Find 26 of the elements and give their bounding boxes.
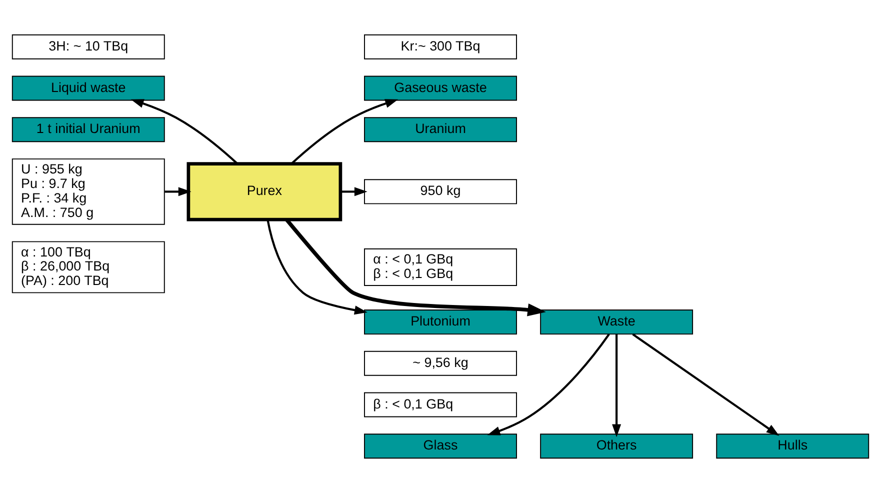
node-box: Glass bbox=[364, 433, 517, 458]
node-box: Purex bbox=[186, 162, 342, 221]
node-box: β : < 0,1 GBq bbox=[364, 392, 517, 417]
node-box: 950 kg bbox=[364, 178, 517, 204]
node-box: Gaseous waste bbox=[364, 75, 517, 100]
node-box: Kr:~ 300 TBq bbox=[364, 34, 517, 59]
arrow bbox=[290, 98, 398, 164]
node-box: Uranium bbox=[364, 116, 517, 142]
arrow bbox=[487, 333, 610, 435]
arrow bbox=[340, 186, 368, 196]
arrow bbox=[266, 218, 368, 314]
node-box: α : 100 TBq β : 26,000 TBq (PA) : 200 TBq bbox=[12, 240, 165, 293]
arrow bbox=[164, 186, 192, 196]
node-box: Liquid waste bbox=[12, 75, 165, 100]
node-box: ~ 9,56 kg bbox=[364, 350, 517, 376]
node-box: Waste bbox=[540, 309, 694, 334]
arrow bbox=[612, 334, 622, 437]
node-box: Hulls bbox=[716, 433, 870, 458]
arrow bbox=[130, 98, 238, 164]
node-box: Plutonium bbox=[364, 309, 517, 334]
node-box: α : < 0,1 GBq β : < 0,1 GBq bbox=[364, 248, 517, 286]
node-box: 3H: ~ 10 TBq bbox=[12, 34, 165, 59]
arrow bbox=[632, 332, 780, 436]
node-box: 1 t initial Uranium bbox=[12, 116, 165, 142]
node-box: U : 955 kg Pu : 9.7 kg P.F. : 34 kg A.M. : 750 g bbox=[12, 158, 165, 224]
node-box: Others bbox=[540, 433, 694, 458]
